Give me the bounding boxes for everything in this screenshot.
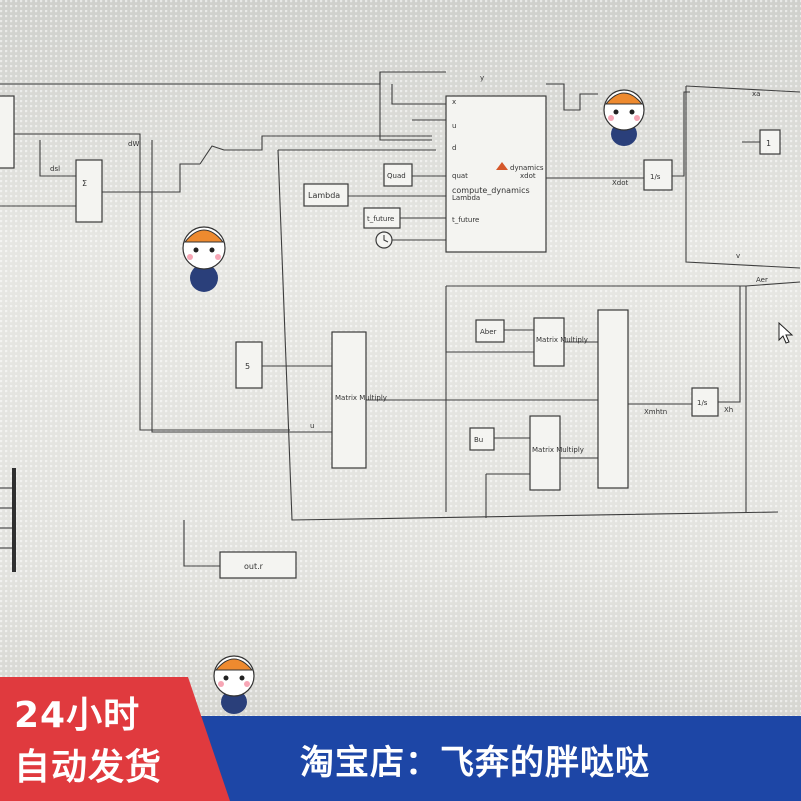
wire-x-feedback (445, 300, 534, 353)
bu-label: Bu (474, 436, 483, 444)
integrator-top-block[interactable] (643, 159, 673, 191)
out-r-block[interactable] (219, 551, 297, 579)
lambda-block[interactable] (303, 183, 349, 207)
signal-xdot: Xdot (612, 179, 629, 187)
t-future-label: t_future (367, 215, 394, 223)
signal-v: v (736, 252, 740, 260)
wire-integrator-mid (718, 286, 741, 403)
badge-line-1: 24小时 (14, 695, 141, 736)
constant-5-block[interactable] (235, 341, 263, 389)
integrator-mid-label: 1/s (697, 399, 708, 407)
matrix-multiply-2-label: Matrix Multiply (536, 336, 588, 344)
matrix-multiply-1-label: Matrix Multiply (335, 394, 387, 402)
clock-hands (383, 235, 389, 243)
matlab-chip: dynamics (510, 164, 544, 172)
quad-block[interactable] (383, 163, 413, 187)
matrix-multiply-2-block[interactable] (533, 317, 565, 367)
mouse-cursor-icon (778, 322, 794, 344)
port-lambda: Lambda (452, 194, 480, 202)
wire-top (0, 71, 446, 85)
wire-dsl (39, 140, 76, 177)
signal-y: y (480, 74, 484, 82)
signal-dw: dW (128, 140, 139, 148)
delivery-badge (0, 677, 230, 801)
matrix-multiply-3-label: Matrix Multiply (532, 446, 584, 454)
wire-x-in (391, 84, 446, 105)
wire-switch-out (236, 135, 432, 151)
aber-block[interactable] (475, 319, 505, 343)
wire-top-right (546, 83, 598, 111)
signal-xa: xa (752, 90, 760, 98)
badge-line-2: 自动发货 (14, 747, 163, 788)
constant-5-label: 5 (245, 362, 250, 371)
mascot-cat-icon (603, 89, 645, 146)
left-sum-block[interactable] (75, 159, 103, 223)
out-r-label: out.r (244, 562, 264, 571)
port-xdot: xdot (520, 172, 536, 180)
wire-to-switch (102, 163, 200, 193)
wire-feedback (14, 133, 290, 431)
matrix-multiply-1-block[interactable] (331, 331, 367, 469)
big-block-top (685, 85, 801, 93)
wire-d-in (379, 72, 432, 141)
compute-dynamics-block[interactable] (445, 95, 547, 253)
constant-1-label: 1 (766, 139, 771, 148)
mascot-cat-icon (213, 655, 255, 714)
store-name: 淘宝店：飞奔的胖哒哒 (300, 743, 650, 783)
signal-xh: Xh (724, 406, 733, 414)
matrix-multiply-3-block[interactable] (529, 415, 561, 491)
signal-u: u (310, 422, 314, 430)
wire-integrator-top (672, 91, 690, 177)
compute-dynamics-title: compute_dynamics (452, 186, 530, 195)
sum-mid-block[interactable] (597, 309, 629, 489)
signal-dsl: dsl (50, 165, 60, 173)
wire-left-down (151, 140, 332, 433)
wire-out-r (183, 520, 220, 567)
subsystem-frame (277, 149, 779, 521)
integrator-top-label: 1/s (650, 173, 661, 181)
port-u: u (452, 122, 456, 130)
bu-block[interactable] (469, 427, 495, 451)
port-d: d (452, 144, 456, 152)
left-sum-sign: Σ (82, 179, 87, 188)
aber-label: Aber (480, 328, 497, 336)
quad-label: Quad (387, 172, 406, 180)
wire-out-right (745, 281, 801, 287)
store-banner (200, 716, 801, 801)
left-subsystem-block[interactable] (0, 95, 15, 169)
matlab-function-icon (496, 162, 508, 170)
port-tfuture: t_future (452, 216, 479, 224)
manual-switch[interactable] (199, 145, 236, 165)
port-quat: quat (452, 172, 468, 180)
mascot-cat-icon (182, 226, 226, 292)
big-block-side (685, 86, 801, 269)
port-x: x (452, 98, 456, 106)
bus-creator-block[interactable] (12, 468, 16, 572)
lambda-label: Lambda (308, 191, 340, 200)
signal-aer: Aer (756, 276, 768, 284)
signal-xtable: Xmhtn (644, 408, 667, 416)
